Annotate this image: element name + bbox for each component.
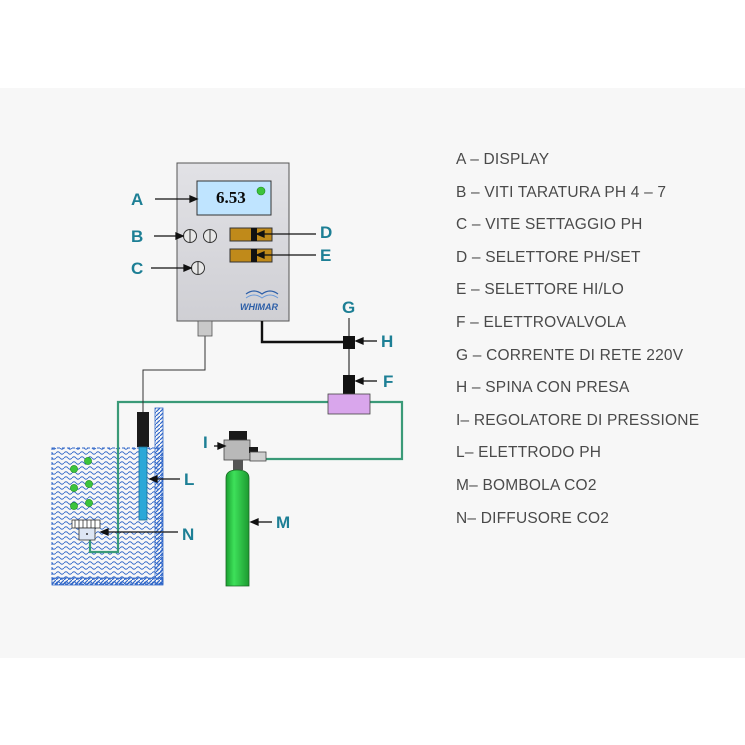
legend-item: C – VITE SETTAGGIO PH <box>456 216 643 234</box>
legend-item: N– DIFFUSORE CO2 <box>456 509 610 527</box>
legend-item: D – SELETTORE PH/SET <box>456 248 641 266</box>
legend-item: H – SPINA CON PRESA <box>456 379 630 397</box>
co2-cylinder <box>225 469 250 587</box>
calibration-screw-ph7[interactable] <box>203 229 217 243</box>
callout-labels: A B C D E G H F I L M N <box>131 190 393 544</box>
brand-logo: WHIMAR <box>240 290 278 312</box>
callout-h: H <box>381 332 393 351</box>
electrode-connector <box>197 320 213 337</box>
co2-bubbles <box>70 457 93 510</box>
calibration-screw-ph4[interactable] <box>183 229 197 243</box>
callout-i: I <box>203 433 208 452</box>
status-led <box>256 186 266 196</box>
callout-pointers <box>99 195 377 536</box>
legend-item: G – CORRENTE DI RETE 220V <box>456 346 684 364</box>
ph-controller: 6.53 WHIMAR <box>176 162 290 337</box>
callout-c: C <box>131 259 143 278</box>
callout-g: G <box>342 298 355 317</box>
component-legend: A – DISPLAY B – VITI TARATURA PH 4 – 7 C… <box>456 148 699 539</box>
callout-m: M <box>276 513 290 532</box>
legend-item: E – SELETTORE HI/LO <box>456 281 625 299</box>
callout-n: N <box>182 525 194 544</box>
selector-ph-set[interactable] <box>229 227 273 242</box>
legend-item: M– BOMBOLA CO2 <box>456 476 597 494</box>
display-reading: 6.53 <box>216 188 246 207</box>
callout-d: D <box>320 223 332 242</box>
pressure-regulator <box>223 431 267 470</box>
brand-name: WHIMAR <box>240 302 278 312</box>
solenoid-valve <box>327 375 371 415</box>
callout-a: A <box>131 190 143 209</box>
plug-and-socket <box>343 336 355 349</box>
co2-diffuser <box>71 519 101 541</box>
legend-item: B – VITI TARATURA PH 4 – 7 <box>456 183 667 201</box>
callout-b: B <box>131 227 143 246</box>
legend-item: I– REGOLATORE DI PRESSIONE <box>456 411 700 429</box>
legend-item: F – ELETTROVALVOLA <box>456 313 627 331</box>
callout-e: E <box>320 246 331 265</box>
legend-item: L– ELETTRODO PH <box>456 444 602 462</box>
power-cable <box>260 321 343 344</box>
setpoint-screw[interactable] <box>191 261 205 275</box>
callout-l: L <box>184 470 194 489</box>
legend-item: A – DISPLAY <box>456 151 550 168</box>
ph-electrode <box>137 412 149 521</box>
electrode-cable <box>142 336 206 412</box>
callout-f: F <box>383 372 393 391</box>
co2-tubing <box>88 400 404 554</box>
display-screen <box>196 180 272 216</box>
